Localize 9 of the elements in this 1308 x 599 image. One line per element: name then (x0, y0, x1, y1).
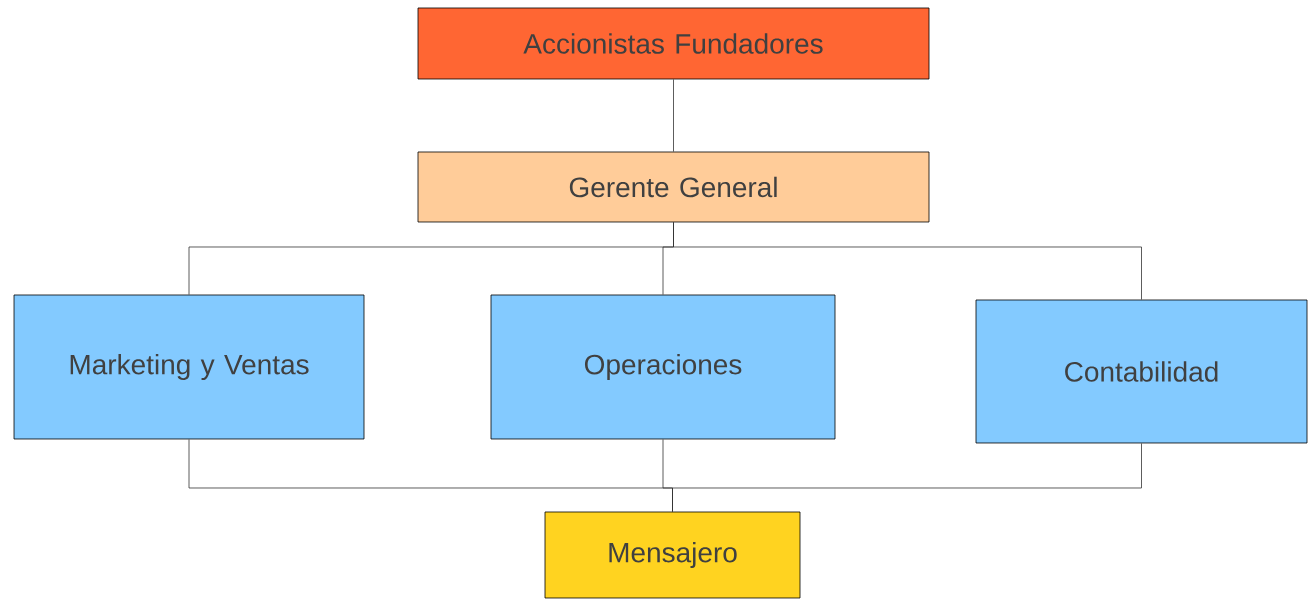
org-box: Marketing y Ventas (13, 294, 365, 440)
connector-line (673, 79, 674, 152)
org-box: Accionistas Fundadores (417, 7, 930, 80)
connector-line (673, 222, 1142, 300)
org-box: Contabilidad (975, 299, 1308, 444)
org-box: Gerente General (417, 151, 930, 223)
org-box: Mensajero (544, 511, 801, 599)
connector-line (672, 443, 1142, 512)
org-box: Operaciones (490, 294, 836, 440)
